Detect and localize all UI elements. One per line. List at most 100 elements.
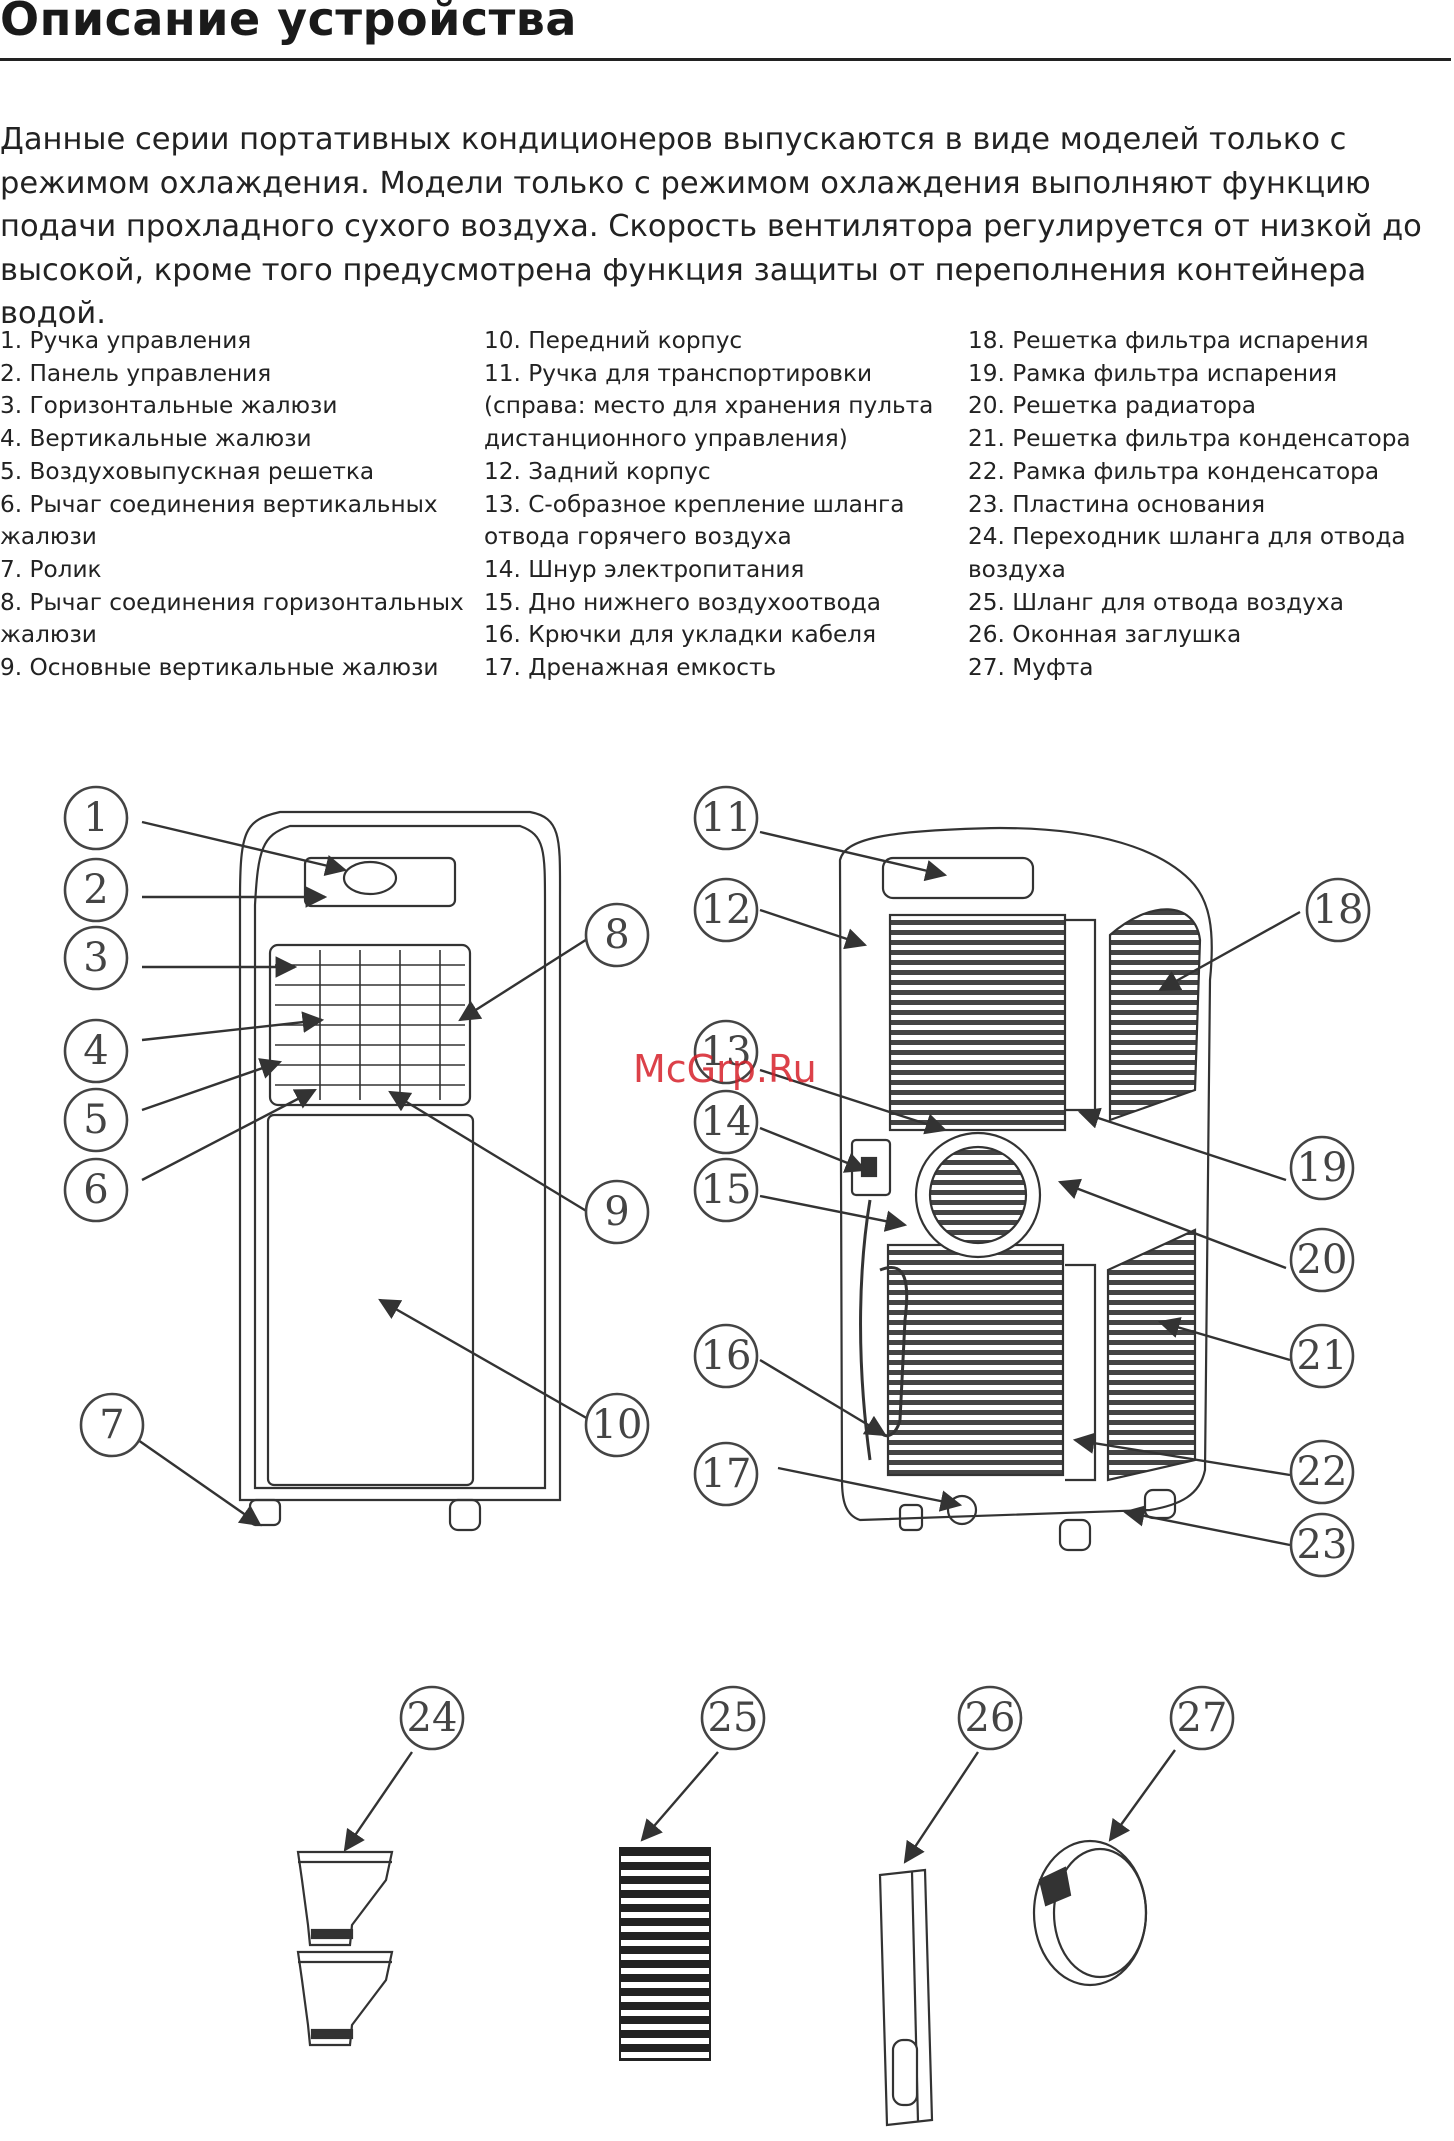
callout-number: 14 <box>701 1099 752 1145</box>
intro-paragraph: Данные серии портативных кондиционеров в… <box>0 122 1422 331</box>
callout-16: 16 <box>693 1323 759 1389</box>
parts-list-line: 5. Воздуховыпускная решетка <box>0 457 375 485</box>
parts-list-line: 11. Ручка для транспортировки <box>484 359 873 387</box>
callout-number: 5 <box>83 1097 108 1143</box>
parts-list-line: 14. Шнур электропитания <box>484 555 805 583</box>
callout-number: 9 <box>604 1189 629 1235</box>
parts-list-line: жалюзи <box>0 621 97 649</box>
accessory-26-window-plate-drawing <box>878 1868 934 2127</box>
callout-number: 22 <box>1297 1449 1348 1495</box>
parts-list-line: 12. Задний корпус <box>484 457 711 485</box>
parts-list-line: 21. Решетка фильтра конденсатора <box>968 425 1411 453</box>
callout-number: 27 <box>1177 1695 1228 1741</box>
callout-number: 4 <box>83 1028 108 1074</box>
callout-7: 7 <box>79 1392 145 1458</box>
callout-number: 7 <box>99 1402 124 1448</box>
title-rule <box>0 58 1451 61</box>
page-title: Описание устройства <box>0 0 577 46</box>
callout-number: 6 <box>83 1167 108 1213</box>
parts-list-line: 20. Решетка радиатора <box>968 392 1256 420</box>
parts-list-column-2: 10. Передний корпус 11. Ручка для трансп… <box>484 325 954 685</box>
callout-number: 17 <box>701 1451 752 1497</box>
callout-number: 11 <box>701 795 752 841</box>
parts-list-line: 25. Шланг для отвода воздуха <box>968 588 1344 616</box>
callout-1: 1 <box>63 785 129 851</box>
parts-list-line: воздуха <box>968 555 1066 583</box>
callout-8: 8 <box>584 902 650 968</box>
parts-list-line: 19. Рамка фильтра испарения <box>968 359 1338 387</box>
callout-23: 23 <box>1289 1512 1355 1578</box>
parts-list-line: 22. Рамка фильтра конденсатора <box>968 457 1380 485</box>
parts-list-line: 15. Дно нижнего воздухоотвода <box>484 588 881 616</box>
callout-number: 13 <box>701 1029 752 1075</box>
callout-leaders <box>137 820 1301 1864</box>
callout-number: 2 <box>83 867 108 913</box>
callout-number: 12 <box>701 887 752 933</box>
parts-list-line: 1. Ручка управления <box>0 327 252 354</box>
callout-27: 27 <box>1169 1685 1235 1751</box>
parts-list-line: отвода горячего воздуха <box>484 523 792 551</box>
parts-list-line: жалюзи <box>0 523 97 551</box>
callout-18: 18 <box>1305 877 1371 943</box>
parts-list-line: 17. Дренажная емкость <box>484 654 777 682</box>
callout-14: 14 <box>693 1089 759 1155</box>
callout-number: 25 <box>708 1695 759 1741</box>
callout-22: 22 <box>1289 1439 1355 1505</box>
callout-13: 13 <box>693 1019 759 1085</box>
watermark: McGrp.Ru <box>633 1047 817 1091</box>
callout-number: 10 <box>592 1402 643 1448</box>
callout-4: 4 <box>63 1018 129 1084</box>
callout-3: 3 <box>63 925 129 991</box>
front-unit-drawing <box>238 810 562 1532</box>
parts-list-line: дистанционного управления) <box>484 425 848 453</box>
parts-list-line: 2. Панель управления <box>0 359 272 387</box>
callout-20: 20 <box>1289 1227 1355 1293</box>
parts-list-line: 8. Рычаг соединения горизонтальных <box>0 588 464 616</box>
callout-2: 2 <box>63 857 129 923</box>
parts-list-line: 3. Горизонтальные жалюзи <box>0 392 338 420</box>
callout-25: 25 <box>700 1685 766 1751</box>
parts-list-line: 9. Основные вертикальные жалюзи <box>0 654 439 682</box>
callout-26: 26 <box>957 1685 1023 1751</box>
callout-15: 15 <box>693 1157 759 1223</box>
parts-list-line: 13. С-образное крепление шланга <box>484 490 905 518</box>
parts-list-line: 23. Пластина основания <box>968 490 1266 518</box>
parts-list-line: 4. Вертикальные жалюзи <box>0 425 312 453</box>
parts-list-line: (справа: место для хранения пульта <box>484 392 934 420</box>
callout-24: 24 <box>399 1685 465 1751</box>
callout-number: 16 <box>701 1333 752 1379</box>
callout-number: 24 <box>407 1695 458 1741</box>
accessory-27-coupling-drawing <box>1032 1839 1148 1987</box>
parts-list-line: 24. Переходник шланга для отвода <box>968 523 1406 551</box>
parts-list-line: 7. Ролик <box>0 555 102 583</box>
callout-5: 5 <box>63 1087 129 1153</box>
accessory-24-adapter-drawing <box>296 1850 394 2047</box>
parts-list-line: 27. Муфта <box>968 654 1094 682</box>
callout-9: 9 <box>584 1179 650 1245</box>
back-unit-drawing <box>838 826 1213 1552</box>
callout-17: 17 <box>693 1441 759 1507</box>
callout-number: 26 <box>965 1695 1016 1741</box>
callout-number: 20 <box>1297 1237 1348 1283</box>
callout-number: 15 <box>701 1167 752 1213</box>
callout-21: 21 <box>1289 1323 1355 1389</box>
parts-list-line: 16. Крючки для укладки кабеля <box>484 621 877 649</box>
callout-11: 11 <box>693 785 759 851</box>
parts-list-line: 26. Оконная заглушка <box>968 621 1242 649</box>
parts-list-line: 18. Решетка фильтра испарения <box>968 327 1369 354</box>
callout-19: 19 <box>1289 1135 1355 1201</box>
accessory-25-hose-drawing <box>619 1847 711 2061</box>
callout-12: 12 <box>693 877 759 943</box>
callout-number: 18 <box>1313 887 1364 933</box>
callout-number: 3 <box>83 935 108 981</box>
callout-10: 10 <box>584 1392 650 1458</box>
callout-number: 8 <box>604 912 629 958</box>
callout-number: 1 <box>83 795 108 841</box>
parts-list-line: 6. Рычаг соединения вертикальных <box>0 490 438 518</box>
callout-number: 23 <box>1297 1522 1348 1568</box>
parts-list-column-1: 1. Ручка управления 2. Панель управления… <box>0 325 470 685</box>
callout-number: 19 <box>1297 1145 1348 1191</box>
parts-list-column-3: 18. Решетка фильтра испарения 19. Рамка … <box>968 325 1438 685</box>
callout-number: 21 <box>1297 1333 1348 1379</box>
